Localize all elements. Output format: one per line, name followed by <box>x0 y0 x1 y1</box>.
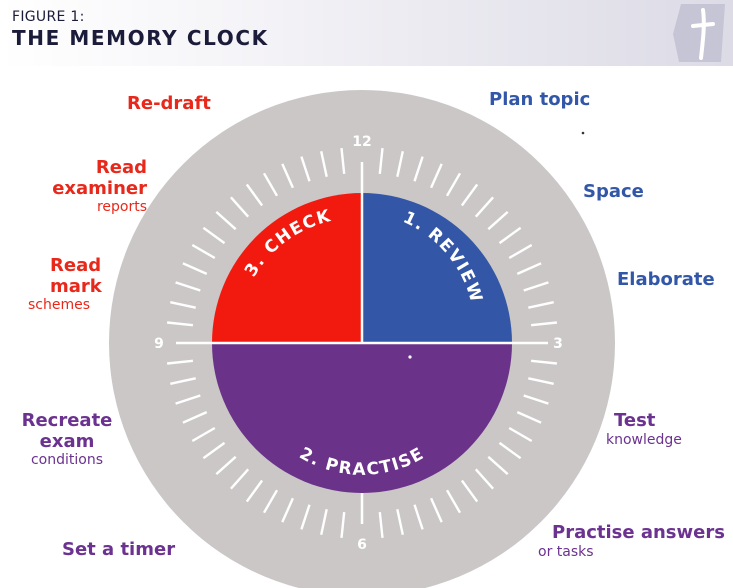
clock-tick <box>498 226 522 245</box>
clock-tick <box>175 281 201 292</box>
label-redraft: Re-draft <box>127 93 211 114</box>
clock-tick <box>300 156 311 182</box>
clock-tick <box>245 183 264 207</box>
clock-tick <box>523 281 549 292</box>
clock-tick <box>320 509 328 535</box>
clock-ticks <box>166 147 558 539</box>
clock-tick <box>191 426 216 443</box>
clock-tick <box>396 151 404 177</box>
label-plan-topic: Plan topic <box>489 89 591 110</box>
clock-tick <box>378 147 384 175</box>
label-elaborate: Elaborate <box>617 269 715 290</box>
clock-tick <box>430 497 443 523</box>
clock-tick <box>430 163 443 189</box>
clock-tick <box>528 377 554 385</box>
clock-number-6: 6 <box>357 537 367 553</box>
clock-tick <box>516 262 542 275</box>
clock-tick <box>487 455 509 475</box>
stray-dot <box>581 131 585 135</box>
clock-tick <box>340 147 346 175</box>
clock-tick <box>530 359 558 365</box>
clock-tick <box>474 196 494 218</box>
label-read-mark-schemes: Read mark schemes <box>28 255 102 314</box>
clock-tick <box>175 394 201 405</box>
sector-practise <box>212 343 512 493</box>
figure-title: THE MEMORY CLOCK <box>12 26 269 50</box>
figure-header: FIGURE 1: THE MEMORY CLOCK <box>0 0 733 66</box>
clock-tick <box>445 172 462 197</box>
clock-tick <box>281 163 294 189</box>
label-set-a-timer: Set a timer <box>62 539 176 560</box>
clock-tick <box>320 151 328 177</box>
clock-tick <box>378 511 384 539</box>
center-dot <box>408 355 412 359</box>
clock-tick <box>445 489 462 514</box>
clock-tick <box>191 243 216 260</box>
clock-tick <box>166 359 194 365</box>
clock-tick <box>530 321 558 327</box>
clock-tick <box>182 262 208 275</box>
label-recreate-exam-conditions: Recreate exam conditions <box>21 410 113 469</box>
clock-tick <box>262 489 279 514</box>
figure-label: FIGURE 1: <box>12 9 85 25</box>
clock-tick <box>413 504 424 530</box>
clock-tick <box>202 441 226 460</box>
sector-review <box>362 193 512 343</box>
clock-tick <box>460 479 479 503</box>
clock-tick <box>508 426 533 443</box>
clock-tick <box>230 468 250 490</box>
clock-tick <box>498 441 522 460</box>
clock-tick <box>262 172 279 197</box>
clock-tick <box>300 504 311 530</box>
clock-tick <box>516 411 542 424</box>
clock-tick <box>413 156 424 182</box>
clock-tick <box>215 211 237 231</box>
clock-tick <box>460 183 479 207</box>
publisher-logo <box>673 4 725 62</box>
clock-tick <box>474 468 494 490</box>
clock-tick <box>487 211 509 231</box>
clock-tick <box>170 301 196 309</box>
clock-tick <box>245 479 264 503</box>
clock-tick <box>340 511 346 539</box>
clock-tick <box>230 196 250 218</box>
clock-tick <box>166 321 194 327</box>
sector-check <box>212 193 362 343</box>
label-practise-answers: Practise answers or tasks <box>538 522 725 560</box>
memory-clock: 3. CHECK 1. REVIEW 2. PRACTISE 12 3 6 9 <box>109 90 615 588</box>
label-test-knowledge: Test knowledge <box>606 410 682 448</box>
label-read-examiner-reports: Read examiner reports <box>52 157 147 216</box>
clock-number-3: 3 <box>553 336 563 352</box>
clock-tick <box>508 243 533 260</box>
clock-tick <box>182 411 208 424</box>
label-space: Space <box>583 181 644 202</box>
clock-tick <box>170 377 196 385</box>
clock-tick <box>215 455 237 475</box>
clock-number-9: 9 <box>154 336 164 352</box>
clock-number-12: 12 <box>352 134 371 150</box>
clock-tick <box>396 509 404 535</box>
clock-tick <box>281 497 294 523</box>
clock-tick <box>202 226 226 245</box>
clock-tick <box>528 301 554 309</box>
clock-tick <box>523 394 549 405</box>
